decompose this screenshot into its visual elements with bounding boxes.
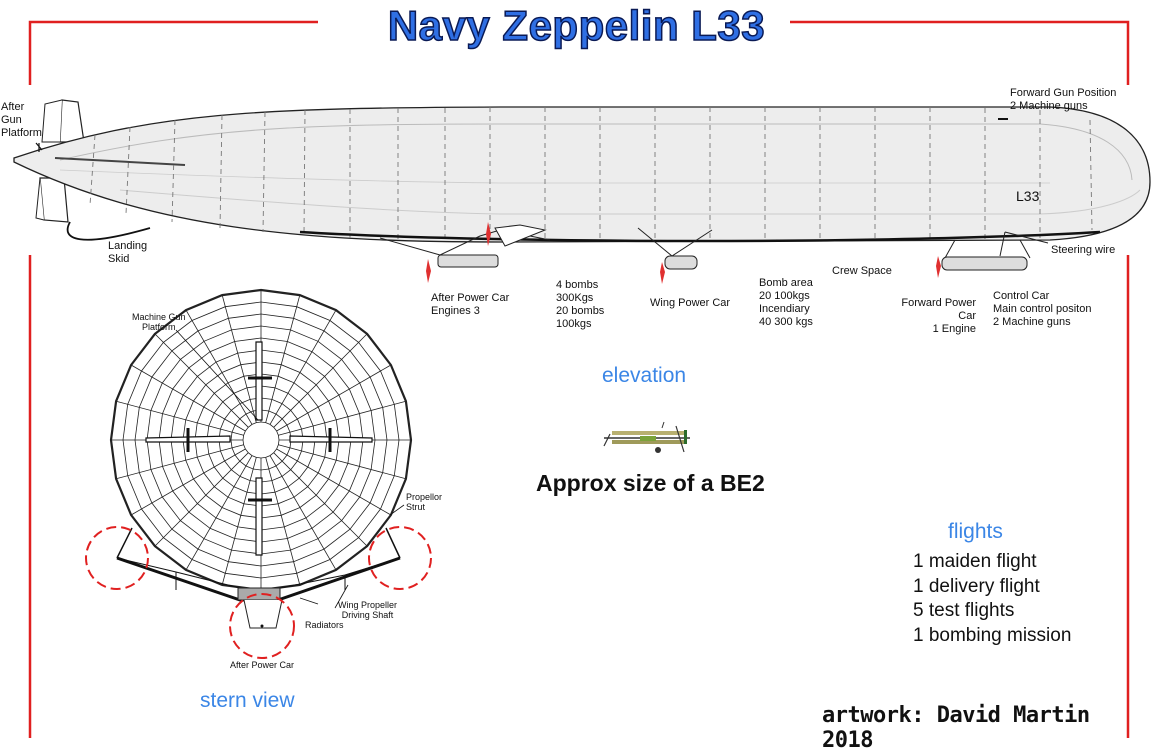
zeppelin-elevation: L33 bbox=[13, 99, 1151, 284]
flight-item: 1 bombing mission bbox=[913, 624, 1072, 646]
flights-heading: flights bbox=[948, 520, 1003, 543]
upper-fin bbox=[59, 99, 85, 143]
label-bombs: 4 bombs 300Kgs 20 bombs 100kgs bbox=[556, 279, 605, 330]
label-forward-power-car: Forward Power Car 1 Engine bbox=[901, 297, 976, 335]
label-wing-power-car: Wing Power Car bbox=[650, 297, 731, 309]
stern-view-drawing bbox=[85, 288, 432, 659]
scale-caption: Approx size of a BE2 bbox=[536, 470, 765, 496]
page-title: Navy Zeppelin L33 bbox=[387, 1, 766, 50]
flight-item: 1 delivery flight bbox=[913, 575, 1040, 597]
artwork-credit: artwork: David Martin 2018 bbox=[822, 703, 1090, 753]
stern-spoke bbox=[276, 364, 392, 432]
stern-spoke bbox=[185, 309, 253, 425]
stern-view-heading: stern view bbox=[200, 689, 295, 712]
control-car-drawing bbox=[941, 231, 1049, 271]
label-control-car: Control Car Main control positon 2 Machi… bbox=[993, 290, 1092, 328]
stern-spoke bbox=[221, 457, 257, 586]
stern-spoke bbox=[130, 448, 246, 516]
elevation-heading: elevation bbox=[602, 364, 687, 387]
label-after-power-car: After Power Car Engines 3 bbox=[431, 292, 510, 317]
propellers bbox=[426, 222, 941, 284]
stern-spoke bbox=[278, 444, 407, 480]
stern-spoke bbox=[154, 452, 249, 547]
stern-spoke bbox=[273, 333, 368, 428]
be2-aircraft bbox=[603, 421, 690, 453]
label-after-gun-platform: After Gun Platform bbox=[1, 101, 42, 139]
stern-spoke bbox=[185, 455, 253, 571]
stern-spoke bbox=[273, 452, 368, 547]
flight-item: 1 maiden flight bbox=[913, 551, 1037, 572]
stern-spoke bbox=[276, 448, 392, 516]
flight-item: 5 test flights bbox=[913, 600, 1015, 621]
wing-power-car-drawing bbox=[637, 227, 713, 270]
frame bbox=[28, 20, 1130, 738]
label-forward-gun-position: Forward Gun Position 2 Machine guns bbox=[1010, 87, 1117, 112]
flights-list: 1 maiden flight 1 delivery flight 5 test… bbox=[913, 550, 1071, 648]
stern-spoke bbox=[278, 400, 407, 436]
after-power-car-drawing bbox=[379, 224, 551, 268]
label-steering-wire: Steering wire bbox=[1051, 244, 1116, 256]
hull bbox=[13, 106, 1151, 243]
stern-spoke bbox=[265, 457, 301, 586]
hull-marking: L33 bbox=[1016, 188, 1040, 204]
label-bomb-area: Bomb area 20 100kgs Incendiary 40 300 kg… bbox=[759, 277, 813, 328]
stern-spoke bbox=[221, 294, 257, 423]
stern-spoke bbox=[115, 400, 244, 436]
stern-spoke bbox=[115, 444, 244, 480]
label-stern-after-power-car: After Power Car bbox=[230, 660, 295, 670]
stern-spoke bbox=[130, 364, 246, 432]
stern-spoke bbox=[154, 333, 249, 428]
label-machine-gun-platform: Machine Gun Platform bbox=[132, 312, 186, 332]
stern-spoke bbox=[269, 455, 337, 571]
lower-fin bbox=[39, 177, 69, 223]
label-radiators: Radiators bbox=[305, 620, 344, 630]
landing-skid bbox=[66, 221, 151, 241]
stern-spoke bbox=[269, 309, 337, 425]
label-crew-space: Crew Space bbox=[832, 265, 892, 277]
label-propellor-strut: Propellor Strut bbox=[406, 492, 443, 512]
stern-spoke bbox=[265, 294, 301, 423]
label-wing-propeller-shaft: Wing Propeller Driving Shaft bbox=[338, 600, 398, 620]
label-landing-skid: Landing Skid bbox=[108, 240, 148, 265]
